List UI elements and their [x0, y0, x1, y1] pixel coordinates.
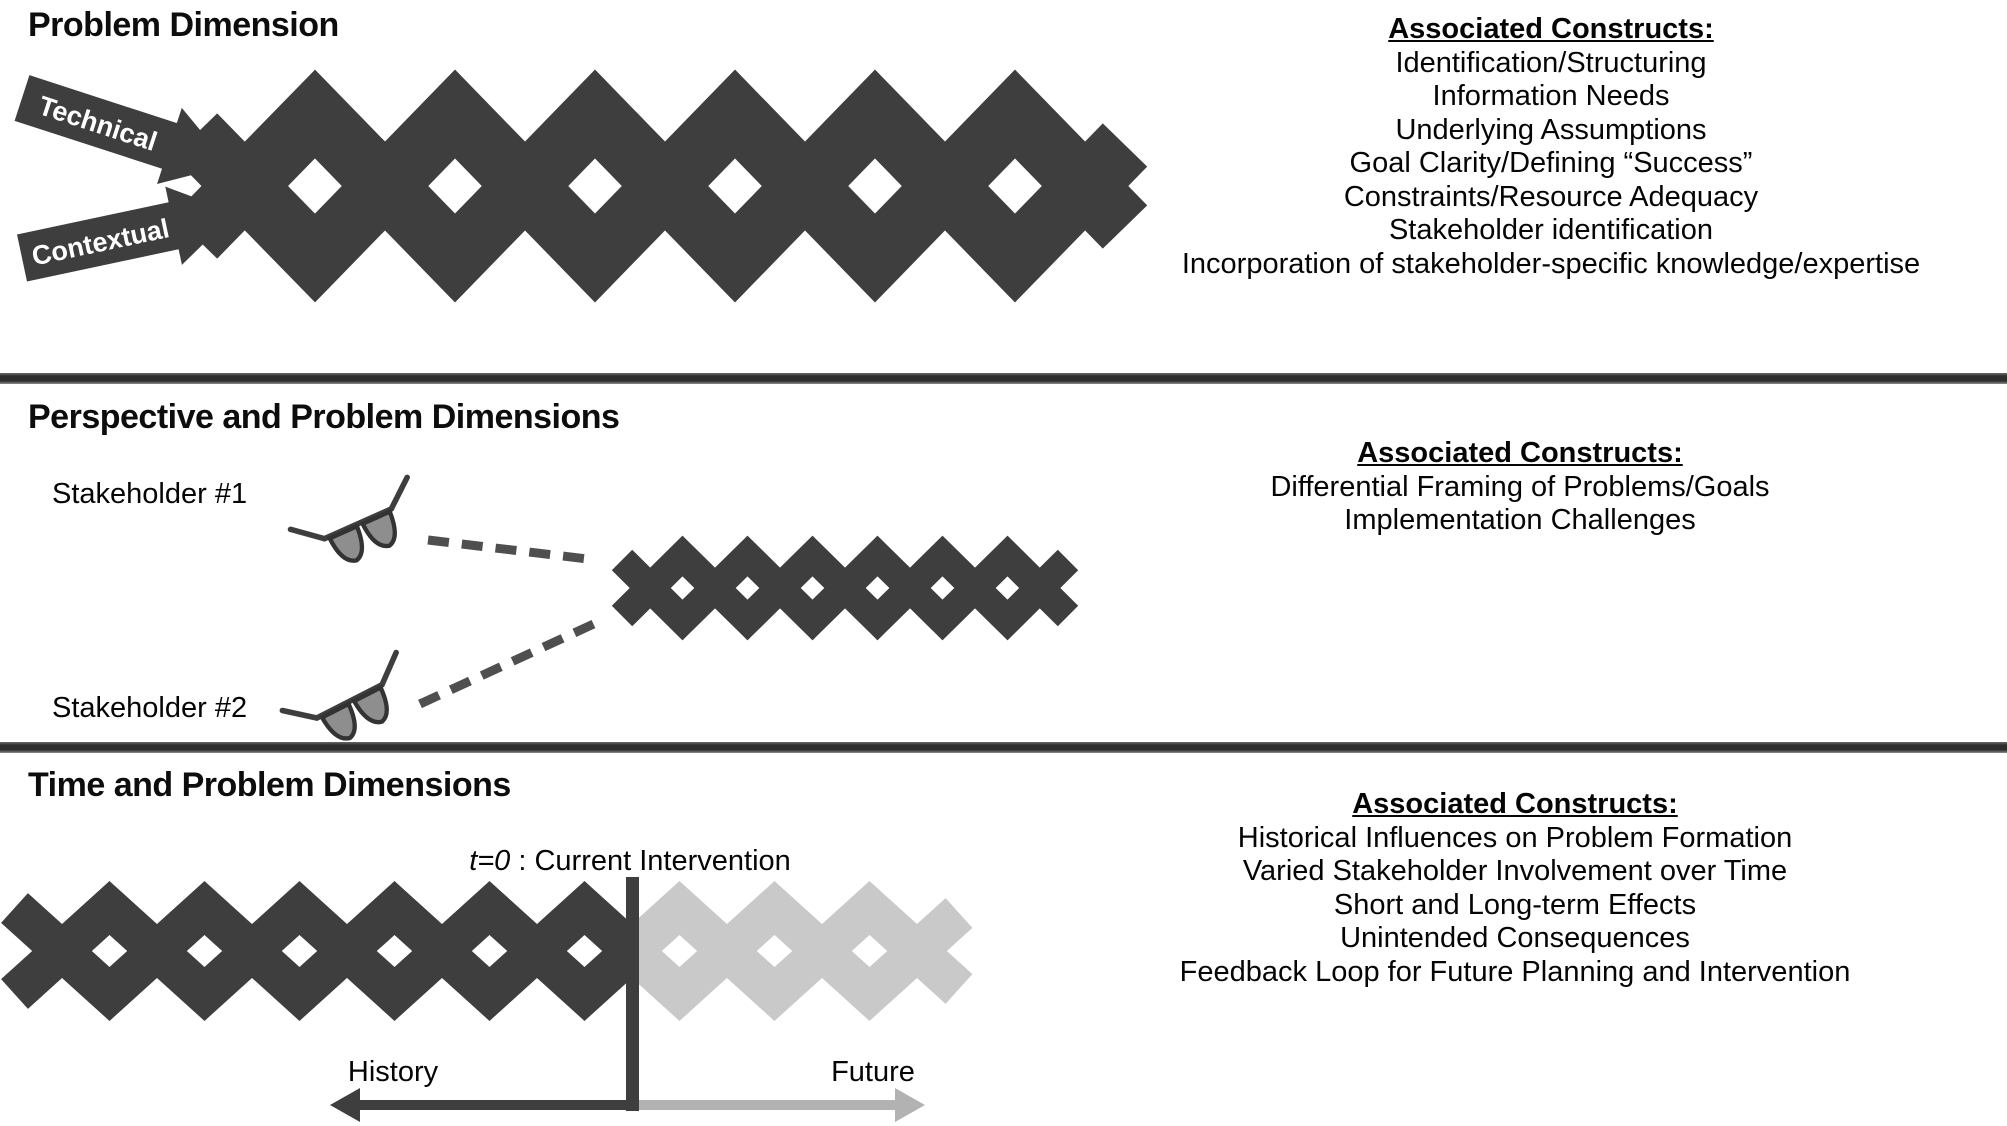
associated-constructs-time: Associated Constructs: Historical Influe… [1040, 788, 1990, 989]
glasses-temple [287, 526, 328, 542]
section-title-time: Time and Problem Dimensions [28, 766, 511, 804]
glasses-lens [319, 700, 357, 741]
t0-rest-part: : Current Intervention [510, 845, 791, 877]
section-divider [0, 373, 2007, 384]
t0-italic-part: t=0 [469, 845, 511, 877]
glasses-lens [359, 508, 397, 549]
associated-constructs-perspective: Associated Constructs: Differential Fram… [1050, 437, 1990, 538]
glasses-lens [351, 684, 389, 725]
construct-item: Feedback Loop for Future Planning and In… [1179, 955, 1851, 988]
glasses-temple [379, 649, 399, 688]
arrow-head [895, 1088, 925, 1122]
construct-item: Underlying Assumptions [1395, 113, 1707, 146]
associated-constructs-problem: Associated Constructs: Identification/St… [1095, 13, 2007, 281]
arrow-head [165, 186, 236, 265]
section-title-problem: Problem Dimension [28, 6, 339, 44]
construct-item: Short and Long-term Effects [1333, 888, 1697, 921]
construct-item: Constraints/Resource Adequacy [1343, 180, 1759, 213]
sunglasses-icon [287, 474, 410, 563]
sightline-dashed [427, 535, 597, 565]
glasses-temple [279, 707, 320, 721]
braid-strand [172, 69, 1148, 303]
construct-item: Varied Stakeholder Involvement over Time [1242, 855, 1788, 887]
section-divider [0, 742, 2007, 753]
construct-item: Information Needs [1432, 80, 1670, 112]
stakeholder-1-label: Stakeholder #1 [52, 478, 248, 510]
t0-label: t=0 : Current Intervention [430, 845, 830, 878]
construct-item: Goal Clarity/Defining “Success” [1349, 147, 1753, 179]
braid-strand [1, 881, 632, 1021]
braid-strand [632, 881, 973, 1021]
braid-strand [1, 881, 632, 1021]
construct-item: Differential Framing of Problems/Goals [1270, 470, 1770, 503]
arrow-shaft [639, 1100, 897, 1110]
braid-strand [611, 535, 1079, 641]
constructs-header: Associated Constructs: [1388, 13, 1714, 45]
arrow-head [330, 1088, 360, 1122]
arrow-body [17, 201, 182, 282]
construct-item: Historical Influences on Problem Formati… [1237, 821, 1793, 854]
constructs-header: Associated Constructs: [1352, 788, 1678, 820]
perspective-braid [611, 535, 1079, 641]
braid-strand [632, 881, 973, 1021]
arrow-shaft [356, 1100, 630, 1110]
arrow-head [157, 107, 230, 184]
t0-marker-line [626, 877, 639, 1111]
construct-item: Unintended Consequences [1340, 922, 1690, 954]
construct-item: Stakeholder identification [1388, 214, 1714, 246]
glasses-lens [326, 523, 365, 563]
arrow-body [14, 75, 180, 170]
history-label: History [347, 1056, 439, 1088]
construct-item: Identification/Structuring [1395, 46, 1707, 79]
sightline-dashed [418, 617, 600, 709]
construct-item: Implementation Challenges [1344, 504, 1696, 536]
glasses-temple [388, 474, 410, 512]
future-label: Future [831, 1056, 915, 1088]
future-arrow [639, 1088, 925, 1122]
sunglasses-icon [279, 649, 399, 741]
time-braid-future [632, 881, 973, 1021]
section-title-perspective: Perspective and Problem Dimensions [28, 398, 620, 436]
history-arrow [330, 1088, 630, 1122]
constructs-header: Associated Constructs: [1357, 437, 1683, 469]
time-braid-past [1, 881, 632, 1021]
problem-braid [172, 69, 1148, 303]
stakeholder-2-label: Stakeholder #2 [52, 692, 248, 724]
construct-item: Incorporation of stakeholder-specific kn… [1181, 247, 1921, 280]
